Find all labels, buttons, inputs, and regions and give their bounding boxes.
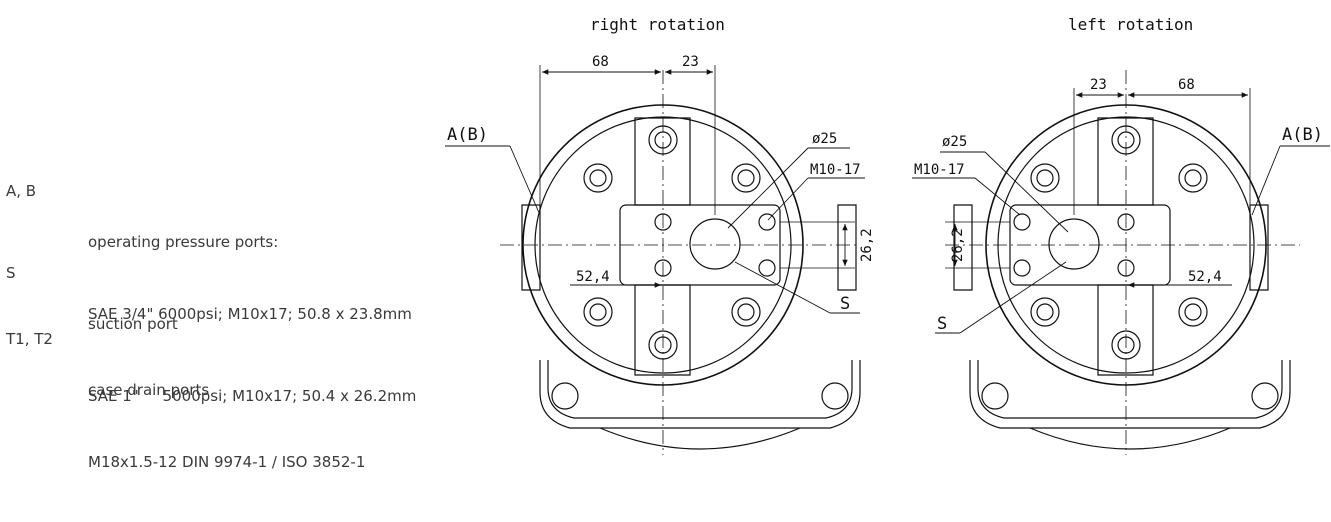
left-rotation-view: [912, 70, 1330, 455]
right-dim-52-4: 52,4: [576, 269, 610, 285]
legend-t-line1: case drain ports: [88, 381, 210, 399]
legend-desc-ab: operating pressure ports: SAE 3/4" 6000p…: [88, 182, 412, 374]
right-dim-68: 68: [592, 54, 609, 70]
legend-ab-line1: operating pressure ports:: [88, 233, 279, 251]
right-diameter-label: ø25: [812, 131, 837, 147]
right-dim-26-2: 26,2: [859, 228, 875, 262]
left-dim-52-4: 52,4: [1188, 269, 1222, 285]
right-suction-label: S: [840, 294, 850, 314]
right-port-label: A(B): [447, 125, 488, 145]
left-dim-68: 68: [1178, 77, 1195, 93]
left-rotation-title: left rotation: [1068, 15, 1193, 34]
right-dim-23: 23: [682, 54, 699, 70]
left-dim-26-2: 26,2: [950, 228, 966, 262]
legend-code-t: T1, T2: [6, 330, 53, 348]
right-rotation-title: right rotation: [590, 15, 725, 34]
left-suction-label: S: [937, 314, 947, 334]
left-diameter-label: ø25: [942, 134, 967, 150]
left-port-label: A(B): [1282, 125, 1323, 145]
legend-code-s: S: [6, 264, 16, 282]
left-dim-23: 23: [1090, 77, 1107, 93]
legend-code-ab: A, B: [6, 182, 37, 200]
right-rotation-view: [445, 65, 865, 455]
technical-drawings: right rotation 68 23 A(B) ø25 M10-17 26,…: [445, 15, 1330, 455]
legend-s-line2: SAE 1" 5000psi; M10x17; 50.4 x 26.2mm: [88, 387, 417, 405]
legend-ab-line2: SAE 3/4" 6000psi; M10x17; 50.8 x 23.8mm: [88, 305, 412, 323]
legend-s-line1: suction port: [88, 315, 178, 333]
right-thread-label: M10-17: [810, 162, 861, 178]
left-thread-label: M10-17: [914, 162, 965, 178]
legend-desc-s: suction port SAE 1" 5000psi; M10x17; 50.…: [88, 264, 416, 456]
